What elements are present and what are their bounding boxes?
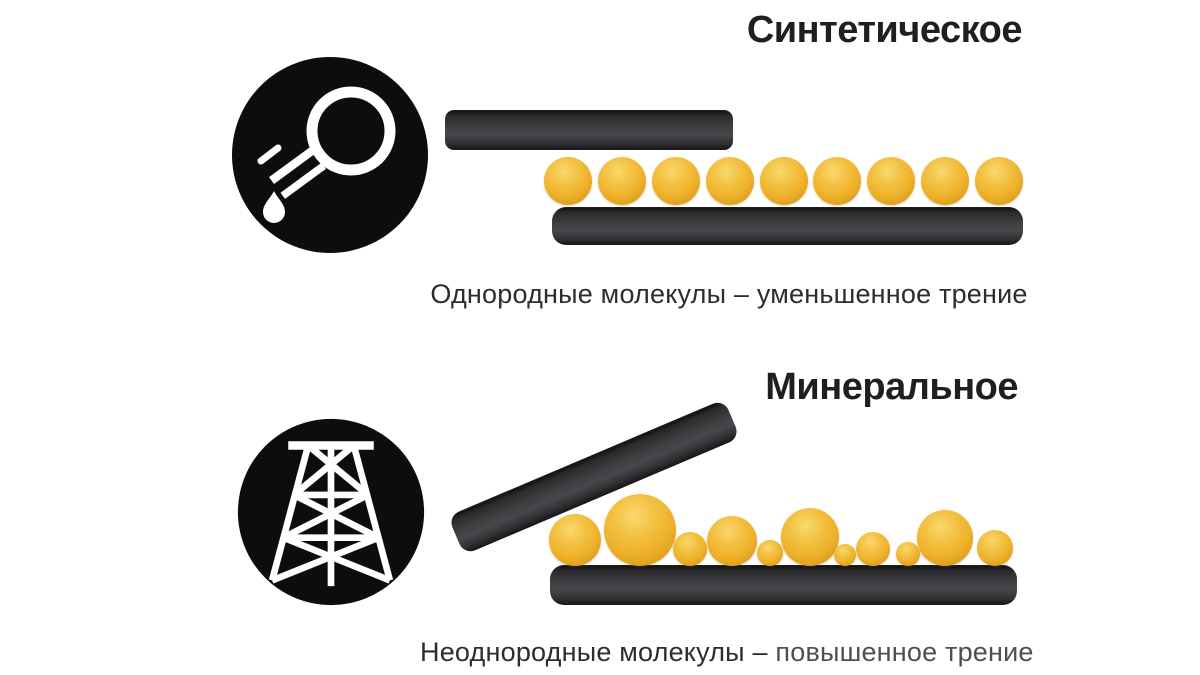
mineral-caption-faded: повышенное трение bbox=[775, 637, 1034, 667]
synthetic-bottom-surface bbox=[552, 207, 1023, 245]
molecule-ball bbox=[549, 514, 601, 566]
molecule-ball bbox=[673, 532, 707, 566]
molecule-ball bbox=[896, 542, 920, 566]
mineral-bottom-surface bbox=[550, 565, 1017, 605]
molecule-ball bbox=[856, 532, 890, 566]
molecule-ball bbox=[813, 157, 861, 205]
molecule-ball bbox=[757, 540, 783, 566]
synthetic-caption: Однородные молекулы – уменьшенное трение bbox=[430, 279, 1028, 309]
molecule-ball bbox=[760, 157, 808, 205]
mineral-top-surface-tilted bbox=[447, 399, 741, 555]
molecule-ball bbox=[706, 157, 754, 205]
icon-background-circle bbox=[232, 57, 428, 253]
molecule-ball bbox=[921, 157, 969, 205]
oil-drop-flask-icon bbox=[232, 57, 428, 253]
mineral-caption: Неоднородные молекулы – повышенное трени… bbox=[420, 637, 1033, 668]
molecule-ball bbox=[707, 516, 757, 566]
molecule-ball bbox=[834, 544, 856, 566]
molecule-ball bbox=[604, 494, 676, 566]
oil-derrick-icon bbox=[237, 418, 425, 606]
molecule-ball bbox=[867, 157, 915, 205]
synthetic-section-title: Синтетическое bbox=[746, 9, 1023, 51]
synthetic-top-surface bbox=[445, 110, 733, 150]
molecule-ball bbox=[544, 157, 592, 205]
molecule-ball bbox=[917, 510, 973, 566]
molecule-ball bbox=[598, 157, 646, 205]
molecule-ball bbox=[781, 508, 839, 566]
molecule-ball bbox=[975, 157, 1023, 205]
mineral-caption-main: Неоднородные молекулы – bbox=[420, 637, 776, 667]
mineral-section-title: Минеральное bbox=[765, 366, 1018, 408]
molecule-ball bbox=[977, 530, 1013, 566]
molecule-ball bbox=[652, 157, 700, 205]
